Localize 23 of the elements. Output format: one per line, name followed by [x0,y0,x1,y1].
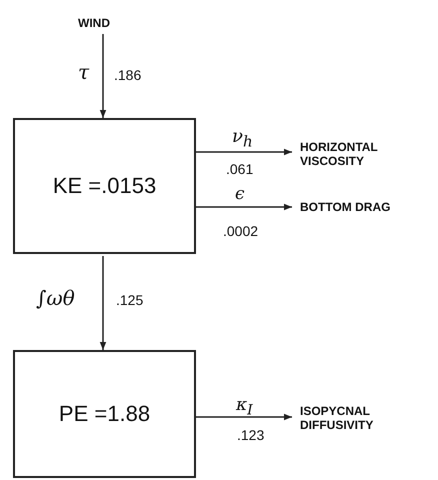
edge-label: ϵ [235,186,245,203]
edge-label: ∫ωθ [36,288,75,308]
sink-label: BOTTOM DRAG [300,199,420,215]
energy-box [13,118,196,254]
energy-label: PE =1.88 [58,401,150,427]
flux-value: .125 [116,293,144,307]
source-label: WIND [78,14,128,32]
arrow [100,34,106,118]
edge-label: κ$_{I}$ [236,397,253,418]
energy-label: KE =.0153 [52,173,156,199]
edge-label: ν$_{h}$ [232,128,253,150]
energy-box [13,350,196,478]
sink-label: HORIZONTAL VISCOSITY [300,138,410,170]
arrow [196,148,292,156]
flux-value: .186 [114,68,142,82]
arrow [196,414,292,420]
flux-value: .061 [226,162,254,176]
edge-label: τ [78,62,90,82]
flux-value: .0002 [223,224,258,238]
sink-label: ISOPYCNAL DIFFUSIVITY [300,402,410,434]
flux-value: .123 [237,428,264,442]
arrow [196,204,292,210]
arrow [100,256,106,350]
